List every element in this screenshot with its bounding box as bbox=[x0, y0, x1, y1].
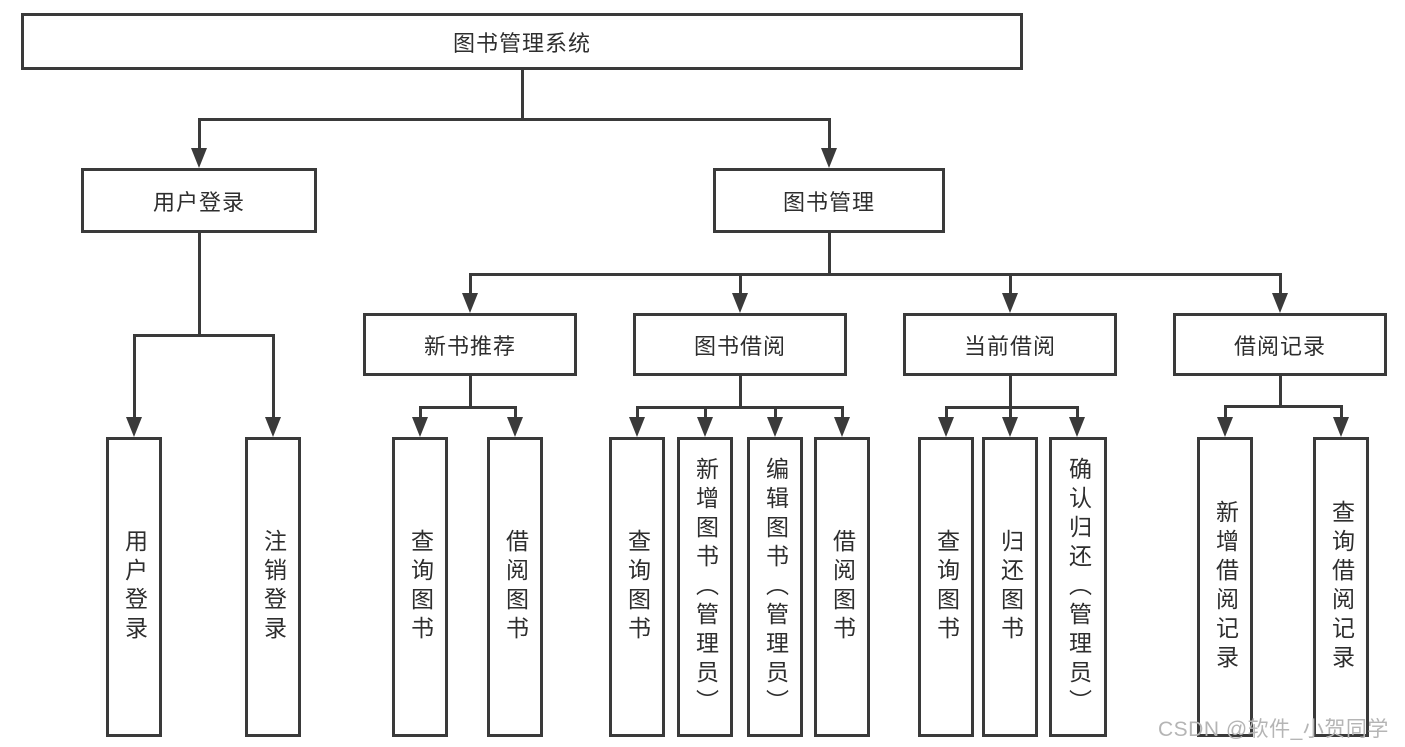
leaf-user-login: 用户登录 bbox=[106, 437, 162, 737]
arrowhead-icon bbox=[507, 417, 523, 437]
arrowhead-icon bbox=[1002, 293, 1018, 313]
connector-line bbox=[636, 406, 639, 421]
connector-line bbox=[945, 406, 948, 421]
leaf-recommend-query-book: 查询图书 bbox=[392, 437, 448, 737]
connector-line bbox=[1224, 405, 1227, 421]
connector-line bbox=[514, 406, 517, 421]
connector-line bbox=[198, 118, 831, 121]
csdn-watermark: CSDN @软件_小贺同学 bbox=[1158, 718, 1389, 741]
connector-line bbox=[1009, 376, 1012, 408]
connector-line bbox=[945, 406, 1079, 409]
connector-line bbox=[419, 406, 422, 421]
arrowhead-icon bbox=[629, 417, 645, 437]
connector-line bbox=[1279, 376, 1282, 407]
connector-line bbox=[1009, 273, 1012, 297]
connector-line bbox=[841, 406, 844, 421]
arrowhead-icon bbox=[767, 417, 783, 437]
arrowhead-icon bbox=[1069, 417, 1085, 437]
leaf-borrow-add-book-admin: 新增图书（管理员） bbox=[677, 437, 733, 737]
arrowhead-icon bbox=[462, 293, 478, 313]
node-user-login: 用户登录 bbox=[81, 168, 317, 233]
connector-line bbox=[828, 118, 831, 152]
leaf-current-query-book: 查询图书 bbox=[918, 437, 974, 737]
connector-line bbox=[272, 334, 275, 421]
arrowhead-icon bbox=[126, 417, 142, 437]
connector-line bbox=[1076, 406, 1079, 421]
leaf-logout: 注销登录 bbox=[245, 437, 301, 737]
arrowhead-icon bbox=[697, 417, 713, 437]
leaf-borrow-borrow-book: 借阅图书 bbox=[814, 437, 870, 737]
connector-line bbox=[198, 233, 201, 334]
connector-line bbox=[1224, 405, 1343, 408]
connector-line bbox=[828, 233, 831, 275]
connector-line bbox=[704, 406, 707, 421]
node-borrow-records: 借阅记录 bbox=[1173, 313, 1387, 376]
connector-line bbox=[521, 70, 524, 118]
node-book-borrow: 图书借阅 bbox=[633, 313, 847, 376]
leaf-records-query-record: 查询借阅记录 bbox=[1313, 437, 1369, 737]
connector-line bbox=[1279, 273, 1282, 297]
connector-line bbox=[469, 376, 472, 408]
node-new-book-recommend: 新书推荐 bbox=[363, 313, 577, 376]
arrowhead-icon bbox=[1333, 417, 1349, 437]
leaf-borrow-edit-book-admin: 编辑图书（管理员） bbox=[747, 437, 803, 737]
arrowhead-icon bbox=[732, 293, 748, 313]
arrowhead-icon bbox=[1217, 417, 1233, 437]
arrowhead-icon bbox=[834, 417, 850, 437]
arrowhead-icon bbox=[1002, 417, 1018, 437]
arrowhead-icon bbox=[412, 417, 428, 437]
leaf-recommend-borrow-book: 借阅图书 bbox=[487, 437, 543, 737]
connector-line bbox=[469, 273, 472, 297]
connector-line bbox=[1009, 406, 1012, 421]
leaf-current-return-book: 归还图书 bbox=[982, 437, 1038, 737]
connector-line bbox=[739, 273, 742, 297]
arrowhead-icon bbox=[821, 148, 837, 168]
connector-line bbox=[636, 406, 844, 409]
arrowhead-icon bbox=[265, 417, 281, 437]
connector-line bbox=[469, 273, 1282, 276]
leaf-records-add-record: 新增借阅记录 bbox=[1197, 437, 1253, 737]
connector-line bbox=[419, 406, 517, 409]
connector-line bbox=[133, 334, 136, 421]
node-current-borrow: 当前借阅 bbox=[903, 313, 1117, 376]
arrowhead-icon bbox=[1272, 293, 1288, 313]
leaf-current-confirm-return-admin: 确认归还（管理员） bbox=[1049, 437, 1107, 737]
node-book-management: 图书管理 bbox=[713, 168, 945, 233]
connector-line bbox=[774, 406, 777, 421]
connector-line bbox=[1340, 405, 1343, 421]
connector-line bbox=[739, 376, 742, 408]
connector-line bbox=[133, 334, 275, 337]
node-root: 图书管理系统 bbox=[21, 13, 1023, 70]
leaf-borrow-query-book: 查询图书 bbox=[609, 437, 665, 737]
arrowhead-icon bbox=[191, 148, 207, 168]
arrowhead-icon bbox=[938, 417, 954, 437]
connector-line bbox=[198, 118, 201, 152]
